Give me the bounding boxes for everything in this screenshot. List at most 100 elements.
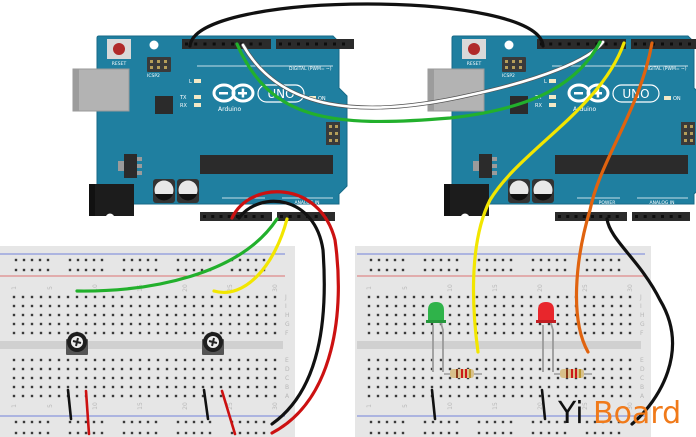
terminal-hole[interactable] <box>183 376 187 380</box>
terminal-hole[interactable] <box>111 331 115 335</box>
terminal-hole[interactable] <box>583 385 587 389</box>
terminal-hole[interactable] <box>147 313 151 317</box>
terminal-hole[interactable] <box>273 322 277 326</box>
terminal-hole[interactable] <box>174 376 178 380</box>
terminal-hole[interactable] <box>493 322 497 326</box>
rail-hole[interactable] <box>192 258 196 262</box>
terminal-hole[interactable] <box>394 295 398 299</box>
terminal-hole[interactable] <box>601 322 605 326</box>
terminal-hole[interactable] <box>174 385 178 389</box>
header-pin[interactable] <box>661 215 664 218</box>
wire-black-pot2[interactable] <box>202 388 210 421</box>
terminal-hole[interactable] <box>111 367 115 371</box>
rail-hole[interactable] <box>393 420 397 424</box>
rail-hole[interactable] <box>539 431 543 435</box>
terminal-hole[interactable] <box>237 367 241 371</box>
terminal-hole[interactable] <box>30 385 34 389</box>
terminal-hole[interactable] <box>174 394 178 398</box>
terminal-hole[interactable] <box>628 385 632 389</box>
terminal-hole[interactable] <box>529 313 533 317</box>
terminal-hole[interactable] <box>255 295 259 299</box>
terminal-hole[interactable] <box>183 322 187 326</box>
rail-hole[interactable] <box>176 258 180 262</box>
terminal-hole[interactable] <box>583 331 587 335</box>
rail-hole[interactable] <box>547 258 551 262</box>
terminal-hole[interactable] <box>439 358 443 362</box>
terminal-hole[interactable] <box>502 322 506 326</box>
rail-hole[interactable] <box>22 268 26 272</box>
terminal-hole[interactable] <box>367 376 371 380</box>
rail-hole[interactable] <box>138 420 142 424</box>
terminal-hole[interactable] <box>192 313 196 317</box>
rail-hole[interactable] <box>547 420 551 424</box>
terminal-hole[interactable] <box>174 295 178 299</box>
rail-hole[interactable] <box>563 258 567 262</box>
terminal-hole[interactable] <box>529 385 533 389</box>
rail-hole[interactable] <box>593 431 597 435</box>
terminal-hole[interactable] <box>547 358 551 362</box>
terminal-hole[interactable] <box>520 385 524 389</box>
terminal-hole[interactable] <box>255 376 259 380</box>
terminal-hole[interactable] <box>264 304 268 308</box>
terminal-hole[interactable] <box>583 358 587 362</box>
terminal-hole[interactable] <box>448 394 452 398</box>
terminal-hole[interactable] <box>556 295 560 299</box>
rail-hole[interactable] <box>555 268 559 272</box>
terminal-hole[interactable] <box>165 358 169 362</box>
terminal-hole[interactable] <box>264 385 268 389</box>
rail-hole[interactable] <box>230 268 234 272</box>
terminal-hole[interactable] <box>111 394 115 398</box>
terminal-hole[interactable] <box>147 394 151 398</box>
terminal-hole[interactable] <box>520 331 524 335</box>
header-pin[interactable] <box>678 215 682 218</box>
terminal-hole[interactable] <box>84 358 88 362</box>
terminal-hole[interactable] <box>601 304 605 308</box>
terminal-hole[interactable] <box>84 385 88 389</box>
terminal-hole[interactable] <box>601 358 605 362</box>
terminal-hole[interactable] <box>102 313 106 317</box>
terminal-hole[interactable] <box>237 304 241 308</box>
rail-hole[interactable] <box>431 431 435 435</box>
terminal-hole[interactable] <box>529 367 533 371</box>
rail-hole[interactable] <box>192 420 196 424</box>
rail-hole[interactable] <box>439 420 443 424</box>
terminal-hole[interactable] <box>219 358 223 362</box>
terminal-hole[interactable] <box>201 385 205 389</box>
terminal-hole[interactable] <box>619 313 623 317</box>
terminal-hole[interactable] <box>174 322 178 326</box>
terminal-hole[interactable] <box>439 376 443 380</box>
terminal-hole[interactable] <box>394 367 398 371</box>
terminal-hole[interactable] <box>475 295 479 299</box>
header-pin[interactable] <box>643 215 647 218</box>
rail-hole[interactable] <box>385 420 389 424</box>
terminal-hole[interactable] <box>273 295 277 299</box>
terminal-hole[interactable] <box>565 331 569 335</box>
terminal-hole[interactable] <box>30 304 34 308</box>
terminal-hole[interactable] <box>592 394 596 398</box>
terminal-hole[interactable] <box>466 304 470 308</box>
rail-hole[interactable] <box>509 258 513 262</box>
rail-hole[interactable] <box>130 268 134 272</box>
terminal-hole[interactable] <box>48 385 52 389</box>
rail-hole[interactable] <box>154 258 158 262</box>
rail-hole[interactable] <box>485 268 489 272</box>
terminal-hole[interactable] <box>192 376 196 380</box>
rail-hole[interactable] <box>122 431 126 435</box>
terminal-hole[interactable] <box>412 385 416 389</box>
terminal-hole[interactable] <box>210 358 214 362</box>
terminal-hole[interactable] <box>592 385 596 389</box>
terminal-hole[interactable] <box>574 394 578 398</box>
terminal-hole[interactable] <box>201 331 205 335</box>
terminal-hole[interactable] <box>57 304 61 308</box>
header-pin[interactable] <box>297 42 300 46</box>
terminal-hole[interactable] <box>219 322 223 326</box>
rail-hole[interactable] <box>531 420 535 424</box>
terminal-hole[interactable] <box>165 322 169 326</box>
terminal-hole[interactable] <box>246 394 250 398</box>
terminal-hole[interactable] <box>556 331 560 335</box>
rail-hole[interactable] <box>401 431 405 435</box>
terminal-hole[interactable] <box>228 313 232 317</box>
terminal-hole[interactable] <box>120 376 124 380</box>
terminal-hole[interactable] <box>583 322 587 326</box>
terminal-hole[interactable] <box>421 295 425 299</box>
